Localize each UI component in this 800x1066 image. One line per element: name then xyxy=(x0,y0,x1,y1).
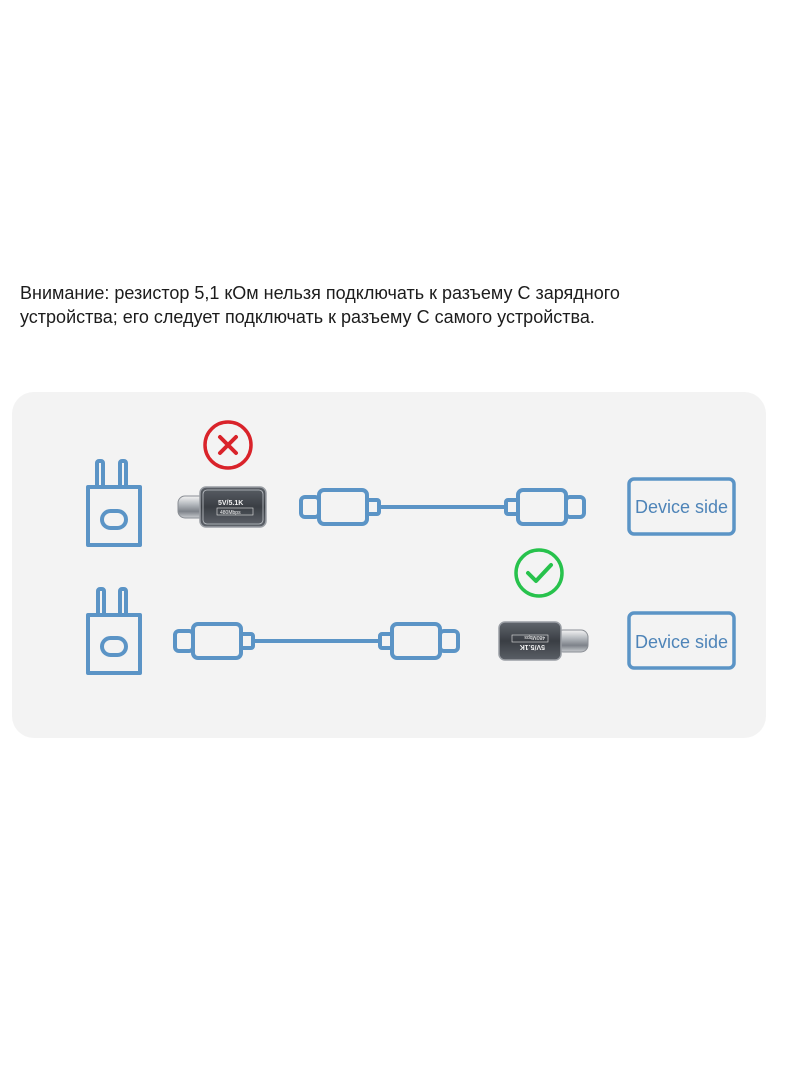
wall-charger-icon xyxy=(86,587,142,675)
diagram-panel xyxy=(12,392,766,738)
adapter-label: 5V/5.1K xyxy=(218,500,243,507)
warning-note-line-1: Внимание: резистор 5,1 кОм нельзя подклю… xyxy=(20,283,620,303)
usb-c-cable xyxy=(173,622,460,660)
wall-charger-icon xyxy=(86,459,142,547)
adapter-sublabel: 480Mbps xyxy=(220,510,241,516)
warning-note-line-2: устройства; его следует подключать к раз… xyxy=(20,307,595,327)
device-side-label: Device side xyxy=(635,497,728,517)
row-correct: 5V/5.1K 480Mbps Device side xyxy=(86,548,736,675)
usb-c-cable xyxy=(299,488,586,526)
usb-c-adapter: 5V/5.1K 480Mbps xyxy=(498,621,589,661)
adapter-sublabel: 480Mbps xyxy=(524,634,545,640)
usb-c-adapter: 5V/5.1K 480Mbps xyxy=(177,486,267,528)
device-box: Device side xyxy=(627,611,736,670)
device-box: Device side xyxy=(627,477,736,536)
adapter-label: 5V/5.1K xyxy=(520,643,545,650)
device-side-label: Device side xyxy=(635,632,728,652)
row-incorrect: 5V/5.1K 480Mbps Device side xyxy=(86,420,736,547)
warning-note: Внимание: резистор 5,1 кОм нельзя подклю… xyxy=(20,281,760,329)
green-check-icon xyxy=(514,548,564,598)
red-x-icon xyxy=(203,420,253,470)
